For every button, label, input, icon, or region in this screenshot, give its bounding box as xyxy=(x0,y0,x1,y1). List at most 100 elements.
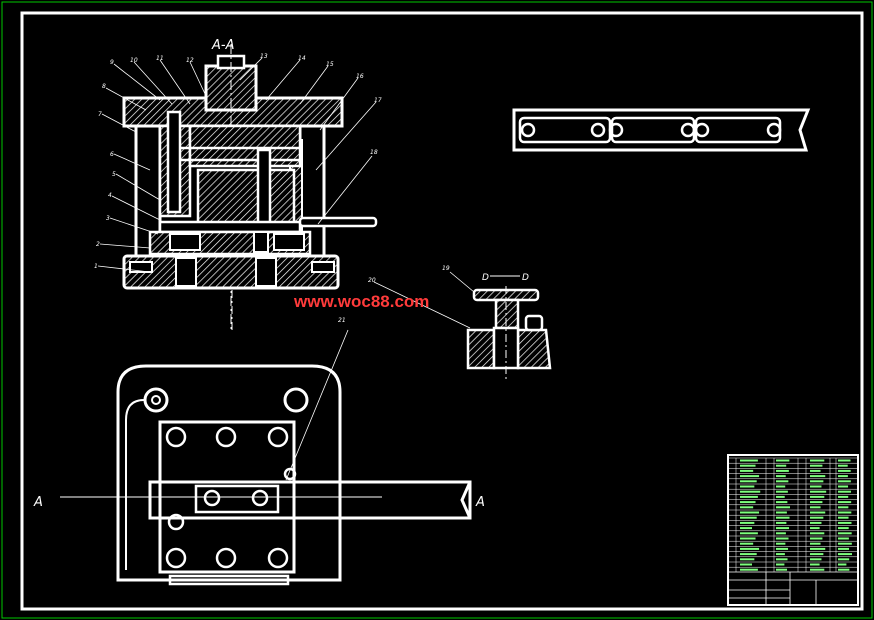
table-entry-mark xyxy=(810,558,822,561)
table-entry-mark xyxy=(776,532,786,535)
table-entry-mark xyxy=(776,516,790,519)
table-entry-mark xyxy=(838,516,849,519)
svg-text:14: 14 xyxy=(298,55,306,62)
table-entry-mark xyxy=(740,485,755,488)
table-entry-mark xyxy=(740,459,758,462)
table-entry-mark xyxy=(810,521,822,524)
table-entry-mark xyxy=(838,475,848,478)
svg-text:18: 18 xyxy=(370,149,378,156)
table-entry-mark xyxy=(776,475,786,478)
table-entry-mark xyxy=(810,506,821,509)
table-entry-mark xyxy=(740,501,756,504)
table-entry-mark xyxy=(838,490,852,493)
table-entry-mark xyxy=(810,480,824,483)
svg-text:1: 1 xyxy=(94,263,98,270)
table-entry-mark xyxy=(776,495,785,498)
svg-text:6: 6 xyxy=(110,151,114,158)
inner-frame xyxy=(20,11,864,611)
table-entry-mark xyxy=(740,542,754,545)
parts-list xyxy=(727,454,859,606)
svg-text:5: 5 xyxy=(112,171,116,178)
table-entry-mark xyxy=(810,527,820,530)
section-view: A-A xyxy=(94,38,382,330)
svg-text:15: 15 xyxy=(326,61,334,68)
table-entry-mark xyxy=(776,511,787,514)
svg-text:8: 8 xyxy=(102,83,106,90)
svg-text:13: 13 xyxy=(260,53,268,60)
table-entry-mark xyxy=(838,542,852,545)
table-entry-mark xyxy=(810,568,825,571)
table-entry-mark xyxy=(740,563,752,566)
svg-text:D: D xyxy=(522,273,529,283)
table-entry-mark xyxy=(838,511,852,514)
table-entry-mark xyxy=(810,495,825,498)
svg-text:16: 16 xyxy=(356,73,364,80)
table-entry-mark xyxy=(776,558,788,561)
bar-view xyxy=(512,108,811,152)
cut-label-right: A xyxy=(475,495,485,510)
table-entry-mark xyxy=(810,537,823,540)
table-entry-mark xyxy=(838,537,849,540)
svg-text:20: 20 xyxy=(368,277,376,284)
table-entry-mark xyxy=(776,459,790,462)
svg-text:10: 10 xyxy=(130,57,138,64)
table-entry-mark xyxy=(838,469,851,472)
section-label: A-A xyxy=(211,38,234,53)
table-entry-mark xyxy=(810,475,826,478)
table-entry-mark xyxy=(838,459,851,462)
table-entry-mark xyxy=(776,490,788,493)
table-entry-mark xyxy=(740,521,755,524)
svg-text:21: 21 xyxy=(338,317,346,324)
table-entry-mark xyxy=(776,568,788,571)
table-entry-mark xyxy=(740,469,754,472)
table-entry-mark xyxy=(838,480,851,483)
svg-text:2: 2 xyxy=(96,241,100,248)
table-entry-mark xyxy=(776,527,790,530)
table-entry-mark xyxy=(740,516,757,519)
cut-label-left: A xyxy=(33,495,43,510)
table-entry-mark xyxy=(838,521,852,524)
table-entry-mark xyxy=(810,490,827,493)
table-entry-mark xyxy=(740,527,752,530)
table-entry-mark xyxy=(776,506,790,509)
table-entry-mark xyxy=(776,521,787,524)
table-entry-mark xyxy=(776,501,788,504)
table-entry-mark xyxy=(740,475,760,478)
table-entry-mark xyxy=(810,501,823,504)
svg-text:17: 17 xyxy=(374,97,382,104)
table-entry-mark xyxy=(740,547,760,550)
detail-view: D D 19 20 xyxy=(368,265,552,382)
table-entry-mark xyxy=(838,547,850,550)
table-entry-mark xyxy=(838,485,849,488)
table-entry-mark xyxy=(810,459,825,462)
table-entry-mark xyxy=(838,506,849,509)
table-entry-mark xyxy=(810,485,822,488)
table-entry-mark xyxy=(776,542,786,545)
table-entry-mark xyxy=(838,563,847,566)
svg-text:3: 3 xyxy=(106,215,110,222)
table-entry-mark xyxy=(776,480,789,483)
svg-text:11: 11 xyxy=(156,55,164,62)
svg-text:19: 19 xyxy=(442,265,450,272)
table-entry-mark xyxy=(810,542,821,545)
table-entry-mark xyxy=(776,464,787,467)
table-entry-mark xyxy=(740,511,760,514)
watermark: www.woc88.com xyxy=(293,292,429,311)
table-entry-mark xyxy=(740,480,757,483)
table-entry-mark xyxy=(740,506,754,509)
table-entry-mark xyxy=(810,516,824,519)
table-entry-mark xyxy=(740,558,755,561)
table-entry-mark xyxy=(838,495,849,498)
table-entry-mark xyxy=(776,553,785,556)
table-entry-mark xyxy=(810,511,826,514)
table-entry-mark xyxy=(810,553,824,556)
table-entry-mark xyxy=(776,547,789,550)
table-entry-mark xyxy=(740,490,761,493)
table-entry-mark xyxy=(810,563,820,566)
svg-text:7: 7 xyxy=(98,111,102,118)
table-entry-mark xyxy=(838,501,852,504)
table-entry-mark xyxy=(740,464,756,467)
table-entry-mark xyxy=(838,558,850,561)
table-entry-mark xyxy=(838,568,850,571)
